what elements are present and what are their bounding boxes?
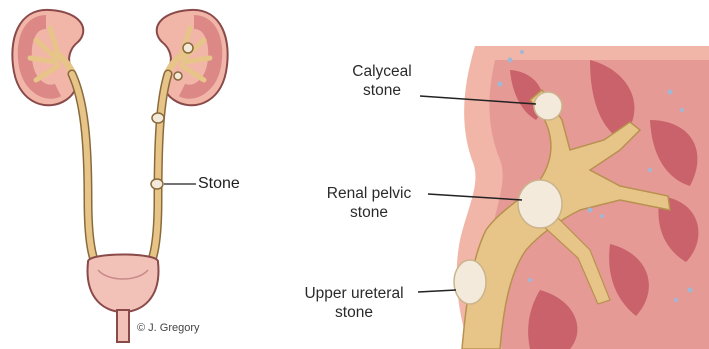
upper-ureteral-stone-label: Upper ureteral stone bbox=[290, 284, 418, 322]
ureter-stone-marker bbox=[152, 113, 164, 123]
renal-pelvic-label-line2: stone bbox=[310, 203, 428, 222]
kidney-stone-marker bbox=[174, 72, 182, 80]
stone-label: Stone bbox=[198, 174, 240, 193]
calyceal-stone bbox=[534, 92, 562, 120]
upper-ureteral-label-line1: Upper ureteral bbox=[290, 284, 418, 303]
upper-ureteral-label-line2: stone bbox=[290, 303, 418, 322]
calyceal-label-line1: Calyceal bbox=[342, 62, 422, 81]
calyceal-stone-label: Calyceal stone bbox=[342, 62, 422, 100]
kidney-stone-marker bbox=[183, 43, 193, 53]
left-kidney bbox=[12, 10, 83, 105]
copyright-credit: © J. Gregory bbox=[137, 322, 200, 334]
renal-pelvic-stone-label: Renal pelvic stone bbox=[310, 184, 428, 222]
urinary-tract-diagram: Stone © J. Gregory bbox=[0, 0, 300, 349]
calyceal-label-line2: stone bbox=[342, 81, 422, 100]
renal-pelvic-stone bbox=[518, 180, 562, 228]
urinary-tract-illustration bbox=[0, 0, 300, 349]
upper-ureteral-pointer-line bbox=[418, 290, 456, 292]
kidney-cross-section: Calyceal stone Renal pelvic stone Upper … bbox=[290, 0, 709, 349]
renal-pelvic-label-line1: Renal pelvic bbox=[310, 184, 428, 203]
upper-ureteral-stone bbox=[454, 260, 486, 304]
ureter-stone-marker bbox=[151, 179, 163, 189]
